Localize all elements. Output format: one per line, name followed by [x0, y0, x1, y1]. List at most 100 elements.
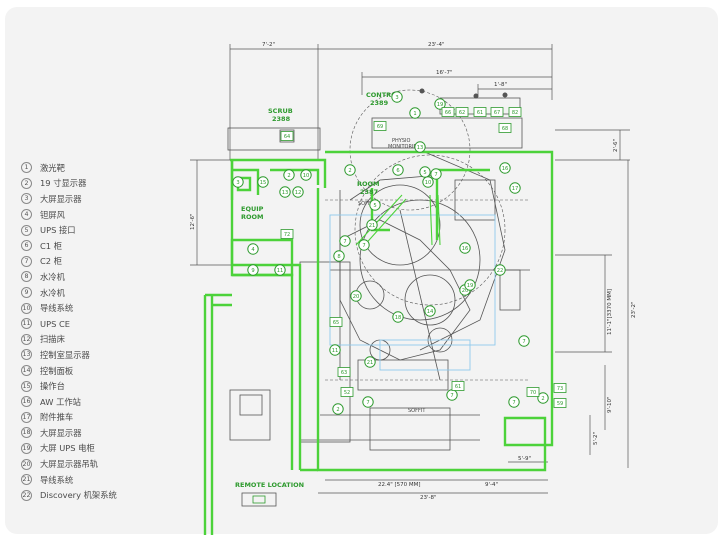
plan-marker-number: 3 — [395, 95, 398, 101]
physio-label: PHYSIO — [392, 138, 410, 144]
scrub-title: SCRUB — [268, 107, 293, 115]
dim-top-mid: 23'-4" — [428, 42, 445, 48]
plan-marker-number: 20 — [353, 294, 360, 300]
plan-tag: 63 — [337, 367, 351, 377]
dim-top-right-b: 1'-8" — [494, 82, 507, 88]
plan-marker: 10 — [300, 169, 312, 181]
soffit-bottom-label: SOFFIT — [408, 408, 426, 414]
legend-number: 22 — [21, 489, 32, 501]
plan-marker-number: 22 — [497, 268, 504, 274]
dim-bottom-1: 22.4" [570 MM] — [378, 482, 421, 488]
plan-tag-number: 70 — [530, 390, 536, 396]
plan-marker-number: 16 — [502, 166, 509, 172]
scrub-number: 2388 — [272, 115, 291, 123]
legend-label: 大屏显示器 — [40, 427, 82, 438]
plan-tag-number: 66 — [445, 110, 451, 116]
legend-label: Discovery 机架系统 — [40, 490, 117, 501]
plan-marker-number: 7 — [434, 172, 437, 178]
plan-marker: 19 — [434, 98, 446, 110]
legend-number: 7 — [21, 255, 32, 267]
monitoring-label: MONITORING — [388, 144, 421, 150]
plan-marker-number: 4 — [251, 247, 255, 253]
legend-number: 17 — [21, 411, 32, 423]
soffit-top-label: SOFFIT — [358, 201, 376, 207]
plan-marker-number: 2 — [541, 396, 544, 402]
legend-number: 13 — [21, 349, 32, 361]
plan-tag-number: 68 — [502, 126, 508, 132]
plan-tag: 70 — [526, 387, 540, 397]
legend-label: 附件推车 — [40, 412, 74, 423]
plan-marker-number: 7 — [450, 393, 453, 399]
legend-number: 8 — [21, 271, 32, 283]
legend-label: 操作台 — [40, 381, 65, 392]
plan-tag-number: 69 — [377, 124, 383, 130]
blue-projection-lines — [329, 214, 496, 371]
plan-marker: 8 — [333, 250, 345, 262]
dim-right-3: 23'-2" — [631, 301, 637, 318]
plan-marker-number: 15 — [260, 180, 267, 186]
legend-label: 大屏 UPS 电柜 — [40, 443, 95, 454]
legend-label: UPS CE — [40, 318, 71, 329]
plan-marker: 2 — [344, 164, 356, 176]
plan-tag-number: 67 — [494, 110, 500, 116]
plan-tag: 64 — [280, 131, 294, 141]
plan-marker-number: 11 — [277, 268, 284, 274]
plan-marker: 7 — [358, 239, 370, 251]
plan-marker: 7 — [430, 168, 442, 180]
control-title: CONTROL — [366, 91, 401, 99]
plan-marker-number: 16 — [462, 246, 469, 252]
legend-number: 6 — [21, 240, 32, 252]
plan-marker: 13 — [414, 141, 426, 153]
legend-item: 17 附件推车 — [21, 410, 221, 426]
dim-bottom-4: 5'-9" — [518, 456, 531, 462]
plan-marker-number: 18 — [395, 315, 402, 321]
plan-marker: 21 — [364, 356, 376, 368]
legend-number: 20 — [21, 458, 32, 470]
plan-marker: 3 — [232, 176, 244, 188]
legend-number: 11 — [21, 318, 32, 330]
plan-marker-number: 14 — [427, 309, 434, 315]
plan-marker-number: 21 — [369, 223, 376, 229]
plan-marker: 5 — [419, 166, 431, 178]
plan-tag-number: 59 — [557, 401, 563, 407]
dim-right-5: 5'-2" — [593, 432, 599, 445]
legend-label: 19 寸显示器 — [40, 178, 87, 189]
legend-number: 19 — [21, 442, 32, 454]
plan-marker-number: 6 — [396, 168, 399, 174]
plan-marker: 19 — [464, 279, 476, 291]
plan-marker-number: 21 — [367, 360, 374, 366]
plan-tag: 61 — [473, 107, 487, 117]
legend-label: C1 柜 — [40, 240, 63, 251]
plan-marker: 3 — [391, 91, 403, 103]
plan-marker-number: 19 — [437, 102, 444, 108]
remote-location-box — [241, 492, 277, 507]
remote-location-label: REMOTE LOCATION — [235, 481, 304, 489]
legend-item: 11 UPS CE — [21, 316, 221, 332]
plan-marker: 2 — [537, 392, 549, 404]
remote-location-tag — [252, 495, 266, 504]
plan-tag: 66 — [441, 107, 455, 117]
plan-marker: 22 — [494, 264, 506, 276]
dim-right-1: 2'-6" — [613, 139, 619, 152]
legend-item: 19 大屏 UPS 电柜 — [21, 441, 221, 457]
plan-marker-number: 7 — [512, 400, 515, 406]
plan-tag: 52 — [340, 387, 354, 397]
plan-marker: 13 — [279, 186, 291, 198]
plan-marker: 1 — [409, 107, 421, 119]
legend-number: 10 — [21, 302, 32, 314]
plan-tag: 65 — [329, 317, 343, 327]
legend-number: 5 — [21, 224, 32, 236]
dim-left-1: 12'-6" — [190, 213, 196, 230]
legend-label: 扫描床 — [40, 334, 65, 345]
dim-right-2: 11'-1"[3370 MM] — [607, 289, 613, 335]
